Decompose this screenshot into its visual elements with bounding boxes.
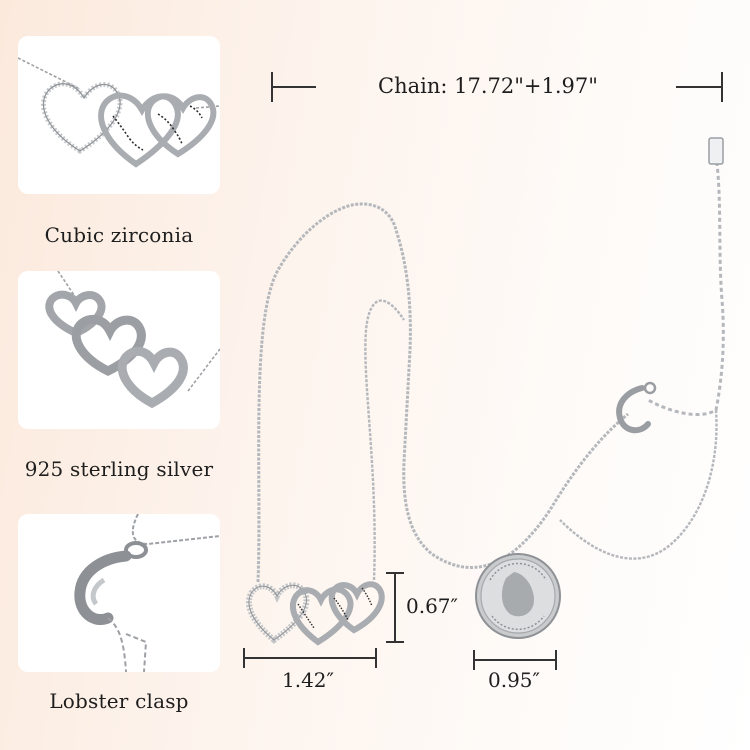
quarter-coin	[475, 553, 561, 639]
sterling-silver-thumbnail	[18, 271, 220, 429]
cubic-zirconia-hearts-icon	[18, 57, 220, 168]
cubic-zirconia-thumbnail	[18, 36, 220, 194]
triple-heart-pendant	[245, 581, 385, 646]
chain-lower-right	[559, 409, 718, 560]
lobster-clasp-icon	[74, 514, 220, 672]
extension-chain	[647, 154, 725, 417]
coin-width-marker	[473, 650, 557, 670]
chain-length-marker	[271, 72, 723, 102]
pendant-height-label: 0.67″	[406, 594, 459, 618]
necklace-illustration	[243, 72, 725, 670]
feature-label-cubic-zirconia: Cubic zirconia	[44, 223, 194, 247]
pendant-width-marker	[243, 648, 377, 668]
lobster-clasp	[616, 381, 657, 434]
chain	[256, 202, 629, 583]
chain-right-segment	[364, 299, 406, 581]
feature-label-lobster-clasp: Lobster clasp	[49, 689, 189, 713]
silver-hearts-icon	[45, 271, 220, 409]
lobster-clasp-thumbnail	[18, 514, 220, 672]
feature-label-sterling-silver: 925 sterling silver	[24, 457, 214, 481]
pendant-width-label: 1.42″	[282, 668, 335, 692]
chain-length-label: Chain: 17.72"+1.97"	[378, 74, 598, 98]
chain-end-tag	[708, 137, 724, 165]
coin-diameter-label: 0.95″	[488, 668, 541, 692]
pendant-height-marker	[386, 572, 404, 643]
